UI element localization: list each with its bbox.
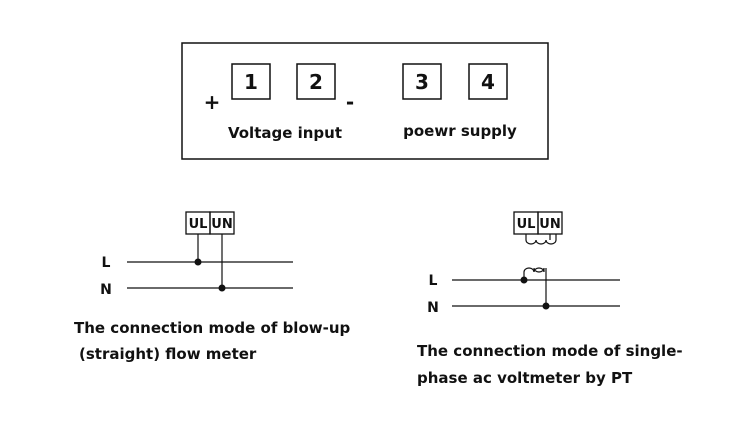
terminal-3-box [402,63,442,100]
direct-caption-line-1: The connection mode of blow-up [74,319,351,337]
power-supply-label: poewr supply [403,122,517,140]
terminal-2-box [296,63,336,100]
ul-terminal-label: UL [189,217,208,232]
panel-frame [181,42,549,160]
direct-connection-diagram: UL UN L N The connection mode of blow-up… [74,211,351,363]
pt-un-terminal-label: UN [539,217,560,232]
pt-caption-line-1: The connection mode of single- [417,342,683,360]
un-terminal-label: UN [211,217,232,232]
plus-sign: + [204,90,221,114]
pt-ul-terminal-label: UL [517,217,536,232]
direct-caption-line-2: (straight) flow meter [79,345,257,363]
terminal-3-label: 3 [415,70,429,94]
live-line-label: L [102,255,111,271]
pt-live-line-label: L [429,273,438,289]
terminal-1-label: 1 [244,70,258,94]
minus-sign: - [346,90,354,114]
terminal-panel: 1 2 3 4 + - Voltage input poewr supply [181,42,549,160]
neutral-line-label: N [100,282,112,298]
pt-live-junction-dot [520,276,528,284]
pt-connection-diagram: UL UN L N The connection mode of single-… [417,211,683,387]
pt-secondary-winding [525,234,557,245]
terminal-4-box [468,63,508,100]
pt-neutral-line-label: N [427,300,439,316]
terminal-4-label: 4 [481,70,495,94]
pt-primary-winding [523,267,545,279]
terminal-1-box [231,63,271,100]
un-junction-dot [218,284,226,292]
ul-junction-dot [194,258,202,266]
terminal-2-label: 2 [309,70,323,94]
pt-neutral-junction-dot [542,302,550,310]
voltage-input-label: Voltage input [228,124,342,142]
pt-caption-line-2: phase ac voltmeter by PT [417,369,633,387]
